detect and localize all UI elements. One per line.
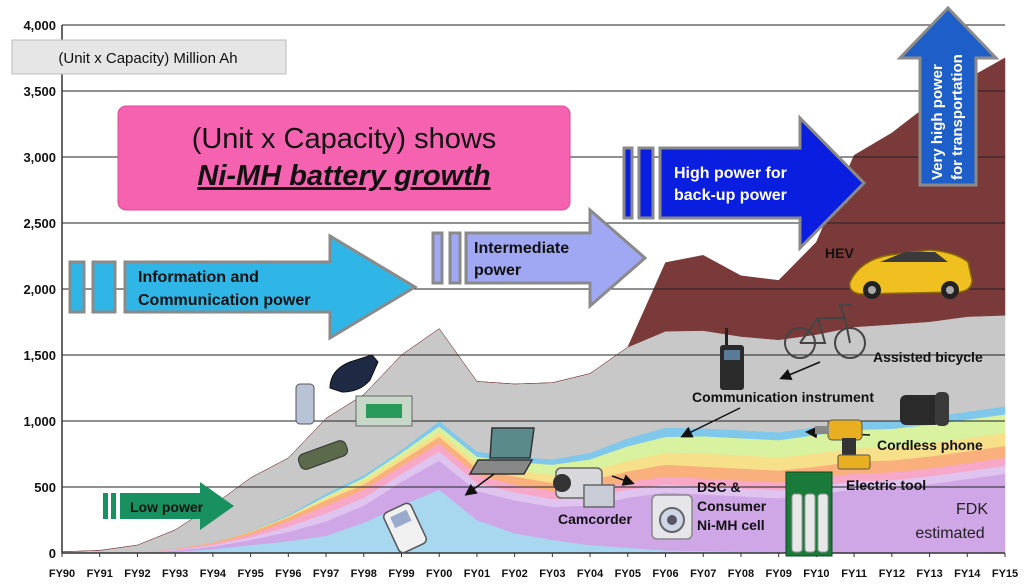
area-series-10: [61, 57, 1006, 552]
x-tick-label-12: FY02: [501, 568, 527, 580]
high-power-line2: back-up power: [674, 187, 787, 204]
battery-pack-icon: [785, 471, 833, 557]
x-tick-label-14: FY04: [577, 568, 604, 580]
laptop-pointer: [464, 473, 495, 496]
x-tick-label-11: FY01: [464, 568, 490, 580]
y-tick-label-0: 0: [49, 546, 56, 561]
x-tick-label-13: FY03: [539, 568, 565, 580]
drill-icon: [815, 419, 871, 470]
y-tick-label-3: 1,500: [23, 348, 56, 363]
camcorder-pointer: [611, 474, 635, 486]
digital-camera-icon: [651, 494, 693, 540]
x-tick-label-20: FY10: [803, 568, 829, 580]
x-tick-label-17: FY07: [690, 568, 716, 580]
x-tick-label-24: FY14: [954, 568, 981, 580]
camcorder-icon: [553, 467, 615, 508]
x-tick-label-16: FY06: [652, 568, 678, 580]
cordless-phone-label: Cordless phone: [877, 437, 983, 453]
y-tick-label-2: 1,000: [23, 414, 56, 429]
fdk-line1: FDK: [956, 501, 988, 518]
bicycle-icon: [784, 304, 866, 359]
info-comm-arrow: Information and Communication power: [68, 233, 418, 341]
dsc-line2: Consumer: [697, 498, 767, 514]
high-power-line1: High power for: [674, 165, 787, 182]
dsc-line1: DSC &: [697, 479, 741, 495]
x-tick-label-10: FY00: [426, 568, 452, 580]
fdk-line2: estimated: [915, 525, 984, 542]
very-high-power-arrow: Very high power for transportation: [896, 5, 1000, 187]
axes: [61, 25, 1005, 554]
x-tick-labels: FY90 FY91 FY92 FY93 FY94 FY95 FY96 FY97 FY98 FY99…: [49, 553, 1018, 580]
walkie-talkie-icon: [720, 328, 744, 390]
assisted-bicycle-label: Assisted bicycle: [873, 349, 983, 365]
y-tick-label-5: 2,500: [23, 216, 56, 231]
headline-line2: Ni-MH battery growth: [197, 160, 490, 192]
y-tick-label-1: 500: [34, 480, 56, 495]
x-tick-label-2: FY92: [124, 568, 150, 580]
comm-instrument-pointer: [779, 361, 821, 381]
y-tick-label-8: 4,000: [23, 18, 56, 33]
x-tick-label-21: FY11: [841, 568, 867, 580]
x-tick-label-22: FY12: [879, 568, 905, 580]
x-tick-label-4: FY94: [200, 568, 227, 580]
dsc-line3: Ni-MH cell: [697, 517, 765, 533]
camcorder-label: Camcorder: [558, 511, 632, 527]
x-tick-label-1: FY91: [87, 568, 113, 580]
very-high-line1: Very high power: [929, 64, 946, 180]
x-tick-label-9: FY99: [388, 568, 414, 580]
x-tick-label-3: FY93: [162, 568, 188, 580]
y-tick-label-6: 3,000: [23, 150, 56, 165]
y-axis-title-box: (Unit x Capacity) Million Ah: [11, 39, 287, 75]
low-power-label: Low power: [130, 499, 204, 515]
very-high-line2: for transportation: [949, 54, 966, 180]
info-comm-line2: Communication power: [138, 292, 310, 309]
headline-line1: (Unit x Capacity) shows: [192, 123, 497, 155]
x-tick-label-25: FY15: [992, 568, 1018, 580]
y-axis-title: (Unit x Capacity) Million Ah: [58, 50, 237, 67]
x-tick-label-19: FY09: [766, 568, 792, 580]
exit-sign-icon: [355, 395, 413, 427]
low-power-arrow: Low power: [103, 482, 234, 530]
x-tick-label-7: FY97: [313, 568, 339, 580]
intermediate-arrow: Intermediate power: [431, 206, 648, 310]
headline-box: (Unit x Capacity) shows Ni-MH battery gr…: [117, 105, 571, 211]
x-tick-label-23: FY13: [916, 568, 942, 580]
mobile-phone-icon: [383, 502, 427, 554]
hev-car-icon: [848, 249, 973, 299]
flashlight-icon: [297, 440, 349, 470]
y-tick-labels: 0 500 1,000 1,500 2,000 2,500 3,000 3,500 4,000: [23, 18, 56, 561]
x-tick-label-5: FY95: [237, 568, 263, 580]
y-tick-label-4: 2,000: [23, 282, 56, 297]
intermediate-line2: power: [474, 262, 521, 279]
vacuum-cleaner-icon: [329, 354, 379, 393]
x-tick-label-15: FY05: [615, 568, 641, 580]
x-tick-label-0: FY90: [49, 568, 75, 580]
info-comm-line1: Information and: [138, 269, 259, 286]
y-tick-label-7: 3,500: [23, 84, 56, 99]
x-tick-label-8: FY98: [351, 568, 377, 580]
electric-tool-label: Electric tool: [846, 477, 926, 493]
high-power-arrow: High power for back-up power: [622, 114, 867, 252]
hev-label: HEV: [825, 245, 854, 261]
cordless-phone-icon: [900, 392, 949, 426]
shaver-icon: [295, 383, 315, 425]
laptop-icon: [468, 427, 535, 475]
communication-instrument-label: Communication instrument: [692, 389, 874, 405]
comm-instrument-pointer-2: [680, 407, 741, 438]
x-tick-label-6: FY96: [275, 568, 301, 580]
x-tick-label-18: FY08: [728, 568, 754, 580]
intermediate-line1: Intermediate: [474, 240, 569, 257]
